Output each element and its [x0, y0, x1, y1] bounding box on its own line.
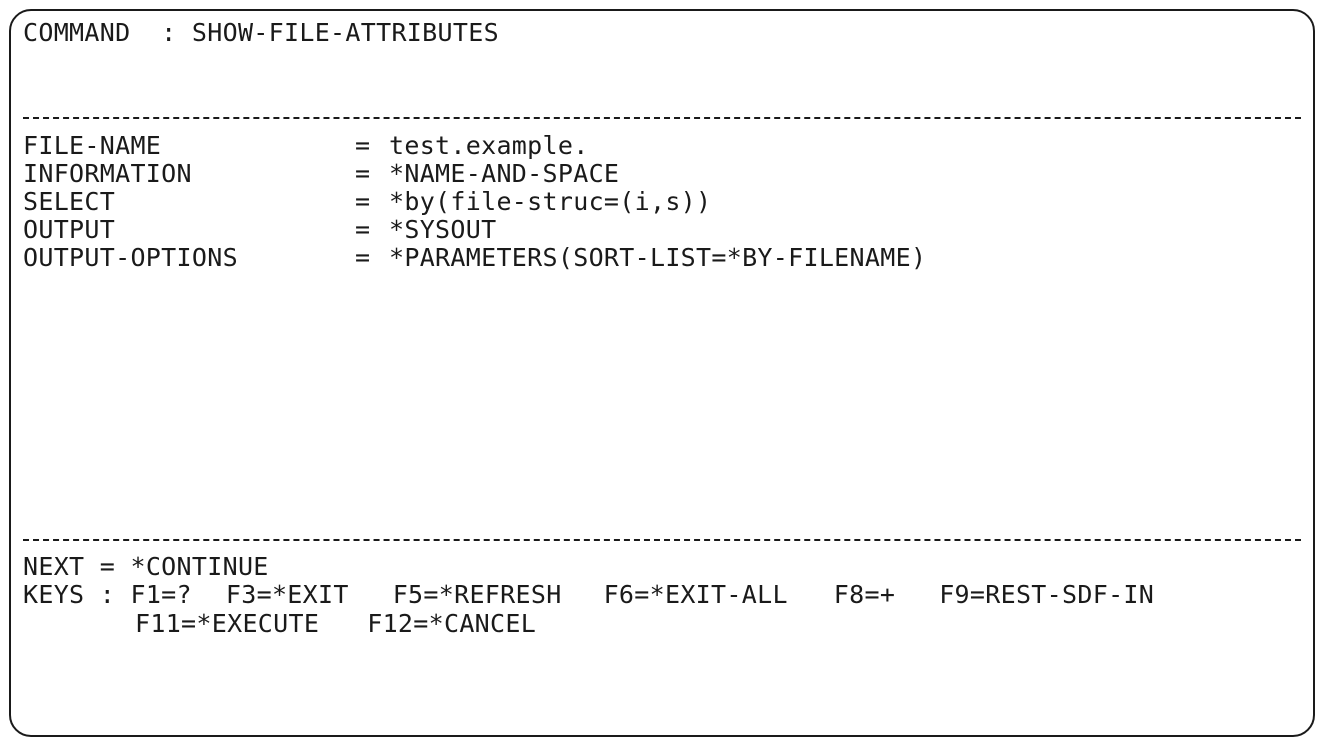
operand-row-output-options[interactable]: OUTPUT-OPTIONS = *PARAMETERS(SORT-LIST=*BY… — [23, 244, 926, 272]
key-f5-refresh[interactable]: F5=*REFRESH — [392, 580, 562, 609]
operand-equals: = — [355, 243, 371, 272]
operand-row-file-name[interactable]: FILE-NAME = test.example. — [23, 132, 589, 160]
command-name: SHOW-FILE-ATTRIBUTES — [191, 18, 499, 47]
key-f1-help[interactable]: F1=? — [130, 580, 192, 609]
bottom-separator — [23, 539, 1301, 541]
operand-input-file-name[interactable]: test.example. — [389, 131, 589, 160]
operand-equals: = — [355, 159, 371, 188]
next-label: NEXT — [23, 552, 85, 581]
keys-line-2: F11=*EXECUTE F12=*CANCEL — [23, 610, 536, 638]
operand-equals: = — [355, 215, 371, 244]
terminal-screen: COMMAND : SHOW-FILE-ATTRIBUTES FILE-NAME… — [9, 9, 1315, 737]
keys-separator: : — [99, 580, 116, 609]
operand-input-output[interactable]: *SYSOUT — [389, 215, 497, 244]
operand-input-output-options[interactable]: *PARAMETERS(SORT-LIST=*BY-FILENAME) — [389, 243, 927, 272]
command-line: COMMAND : SHOW-FILE-ATTRIBUTES — [23, 19, 499, 47]
operand-label-file-name: FILE-NAME — [23, 131, 162, 160]
operand-label-information: INFORMATION — [23, 159, 192, 188]
key-f9-rest-sdf-in[interactable]: F9=REST-SDF-IN — [939, 580, 1155, 609]
next-equals: = — [99, 552, 116, 581]
operand-row-select[interactable]: SELECT = *by(file-struc=(i,s)) — [23, 188, 711, 216]
next-input[interactable]: *CONTINUE — [130, 552, 269, 581]
operand-equals: = — [355, 187, 371, 216]
command-separator: : — [161, 18, 177, 47]
operand-label-output: OUTPUT — [23, 215, 116, 244]
next-line[interactable]: NEXT = *CONTINUE — [23, 553, 269, 581]
key-f12-cancel[interactable]: F12=*CANCEL — [367, 609, 537, 638]
operand-equals: = — [355, 131, 371, 160]
keys-label: KEYS — [23, 580, 85, 609]
key-f3-exit[interactable]: F3=*EXIT — [225, 580, 349, 609]
key-f6-exit-all[interactable]: F6=*EXIT-ALL — [603, 580, 788, 609]
operand-row-information[interactable]: INFORMATION = *NAME-AND-SPACE — [23, 160, 619, 188]
operand-label-select: SELECT — [23, 187, 116, 216]
key-f8-plus[interactable]: F8=+ — [833, 580, 896, 609]
top-separator — [23, 117, 1301, 119]
keys-line-1: KEYS : F1=? F3=*EXIT F5=*REFRESH F6=*EXIT-A… — [23, 581, 1154, 609]
operand-input-select[interactable]: *by(file-struc=(i,s)) — [389, 187, 712, 216]
command-label: COMMAND — [23, 18, 131, 47]
operand-input-information[interactable]: *NAME-AND-SPACE — [389, 159, 620, 188]
operand-row-output[interactable]: OUTPUT = *SYSOUT — [23, 216, 496, 244]
key-f11-execute[interactable]: F11=*EXECUTE — [135, 609, 320, 638]
operand-label-output-options: OUTPUT-OPTIONS — [23, 243, 238, 272]
